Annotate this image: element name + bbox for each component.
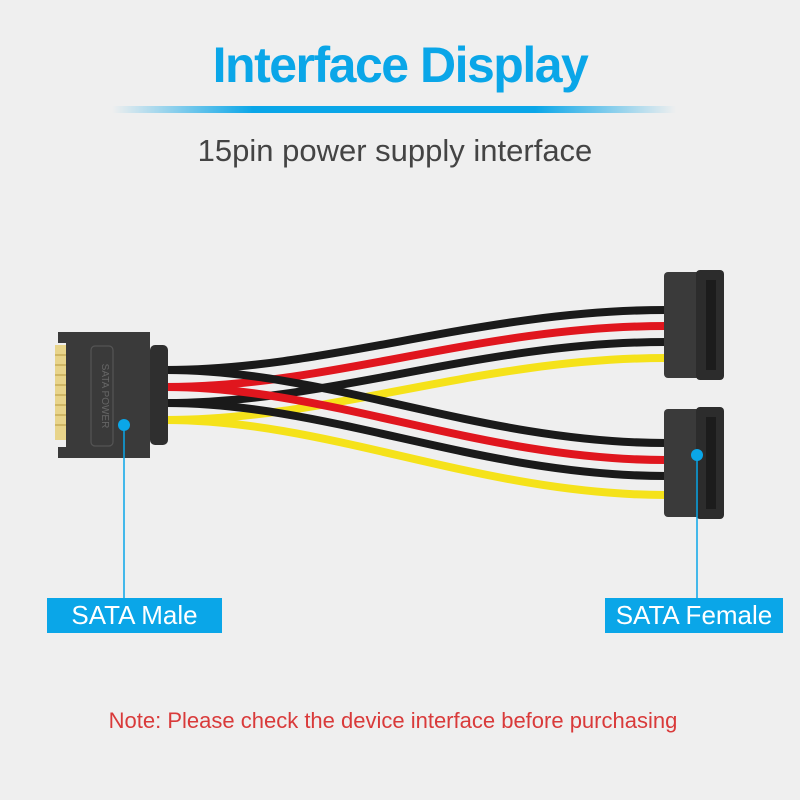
- sata-female-label: SATA Female: [605, 598, 783, 633]
- wires: [162, 306, 670, 499]
- subtitle: 15pin power supply interface: [197, 133, 593, 168]
- wire-top-1: [162, 322, 670, 391]
- male-callout: [118, 419, 130, 600]
- wire-bottom-0: [162, 366, 670, 447]
- wire-bottom-1: [162, 383, 670, 464]
- wire-top-2: [162, 338, 670, 407]
- wire-bottom-2: [162, 399, 670, 480]
- female-callout: [691, 449, 703, 600]
- wire-top-0: [162, 306, 670, 374]
- sata-male-label: SATA Male: [47, 598, 222, 633]
- sata-female-connector-bottom: [664, 407, 724, 519]
- title-underline: [112, 106, 676, 113]
- wire-bottom-3: [162, 416, 670, 499]
- connector-text: SATA POWER: [99, 364, 110, 429]
- wire-top-3: [162, 354, 670, 424]
- page-title: Interface Display: [212, 37, 589, 93]
- sata-female-connector-top: [664, 270, 724, 380]
- sata-male-connector: SATA POWER: [55, 332, 168, 458]
- purchase-note: Note: Please check the device interface …: [108, 708, 678, 733]
